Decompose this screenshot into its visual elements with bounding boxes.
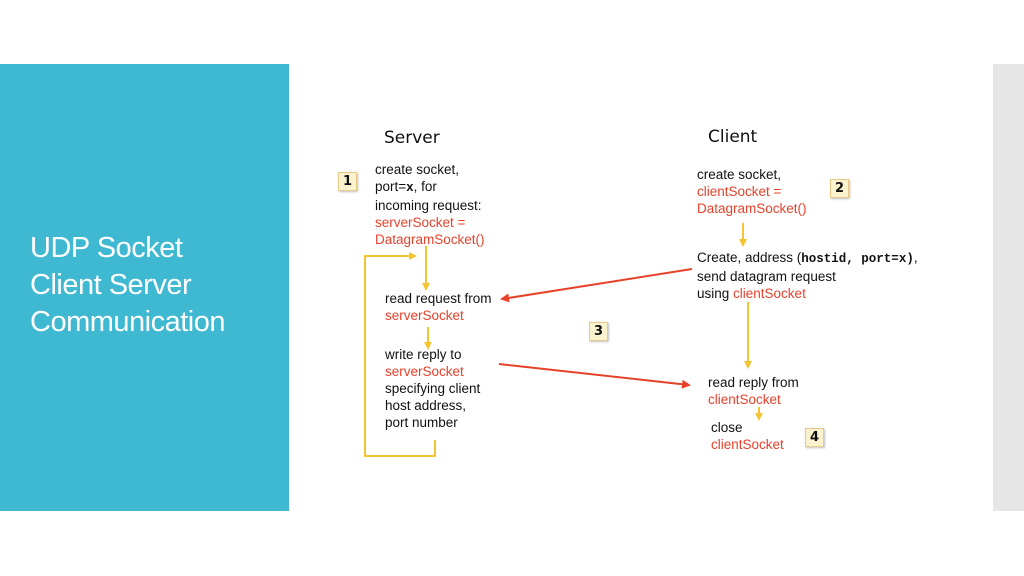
socket-text: serverSocket bbox=[385, 364, 464, 379]
socket-text: DatagramSocket() bbox=[697, 201, 807, 216]
text-line: create socket, bbox=[697, 167, 782, 182]
socket-text: clientSocket bbox=[708, 392, 781, 407]
slide-title-line: Communication bbox=[30, 306, 225, 338]
right-edge-strip bbox=[993, 64, 1024, 511]
text-line: using clientSocket bbox=[697, 285, 918, 302]
client-close-text: close clientSocket bbox=[711, 419, 784, 453]
reply-message-arrow bbox=[498, 363, 691, 389]
text-part: , for bbox=[413, 179, 437, 194]
step-3-badge: 3 bbox=[589, 322, 608, 341]
client-create-socket-text: create socket, clientSocket = DatagramSo… bbox=[697, 166, 807, 217]
step-1-badge: 1 bbox=[338, 172, 357, 191]
text-line: create socket, bbox=[375, 162, 460, 177]
text-line: port number bbox=[385, 415, 458, 430]
socket-text: DatagramSocket() bbox=[375, 232, 485, 247]
server-read-request-text: read request from serverSocket bbox=[385, 290, 492, 324]
text-line: host address, bbox=[385, 398, 467, 413]
server-create-socket-text: create socket, port=x, for incoming requ… bbox=[375, 161, 485, 248]
text-line: specifying client bbox=[385, 381, 481, 396]
text-line: read request from bbox=[385, 291, 492, 306]
udp-diagram: Server Client create socket, port=x, for… bbox=[289, 64, 993, 511]
step-4-badge: 4 bbox=[805, 428, 824, 447]
client-read-reply-text: read reply from clientSocket bbox=[708, 374, 799, 408]
server-header: Server bbox=[384, 128, 440, 148]
server-write-reply-text: write reply to serverSocket specifying c… bbox=[385, 346, 480, 431]
text-line: send datagram request bbox=[697, 269, 836, 284]
socket-text: clientSocket bbox=[733, 286, 806, 301]
diagram-arrows bbox=[364, 223, 763, 457]
text-line: read reply from bbox=[708, 375, 799, 390]
socket-text: serverSocket bbox=[385, 308, 464, 323]
server-loop-arrow bbox=[364, 252, 436, 457]
text-part: using bbox=[697, 286, 734, 301]
client-send-request-text: Create, address (hostid, port=x), send d… bbox=[697, 249, 918, 302]
client-header: Client bbox=[708, 127, 758, 147]
text-line: write reply to bbox=[385, 347, 462, 362]
slide-title-line: Client Server bbox=[30, 269, 192, 301]
text-line: close bbox=[711, 420, 743, 435]
code-text: x bbox=[406, 181, 414, 195]
text-line: Create, address (hostid, port=x), bbox=[697, 249, 918, 268]
socket-text: clientSocket = bbox=[697, 184, 782, 199]
text-part: port= bbox=[375, 179, 407, 194]
text-line: port=x, for bbox=[375, 178, 485, 197]
text-part: Create, address ( bbox=[697, 250, 802, 265]
text-line: incoming request: bbox=[375, 198, 482, 213]
step-2-badge: 2 bbox=[830, 179, 849, 198]
slide-title: UDP Socket Client Server Communication bbox=[30, 230, 280, 341]
title-panel bbox=[0, 64, 289, 511]
code-text: hostid, port=x) bbox=[801, 252, 914, 266]
slide-title-line: UDP Socket bbox=[30, 232, 183, 264]
request-message-arrow bbox=[500, 268, 693, 303]
text-part: , bbox=[913, 250, 918, 265]
socket-text: clientSocket bbox=[711, 437, 784, 452]
socket-text: serverSocket = bbox=[375, 215, 466, 230]
